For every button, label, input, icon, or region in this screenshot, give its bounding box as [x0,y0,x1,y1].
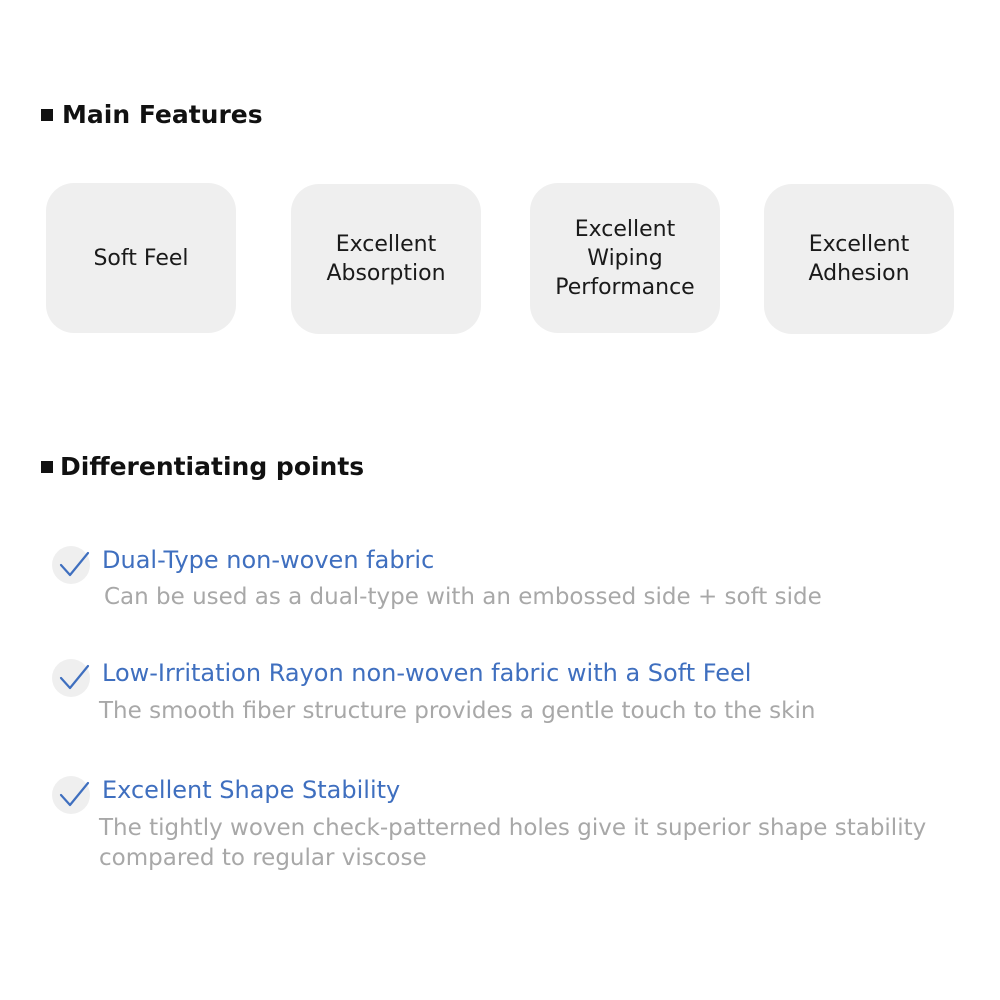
point-description: Can be used as a dual-type with an embos… [104,584,822,610]
feature-card-label: Excellent Absorption [326,232,446,286]
checkmark-icon [52,546,90,584]
main-features-heading: Main Features [41,100,263,129]
feature-card-absorption: Excellent Absorption [291,184,481,334]
checkmark-icon [52,659,90,697]
checkmark-icon [52,776,90,814]
differentiating-points-heading: Differentiating points [41,452,364,481]
square-bullet-icon [41,108,53,121]
feature-card-label: Soft Feel [93,245,189,271]
feature-card-soft-feel: Soft Feel [46,183,236,333]
point-description: The smooth fiber structure provides a ge… [99,698,816,724]
feature-card-label: Excellent Adhesion [808,232,910,286]
point-title: Low-Irritation Rayon non-woven fabric wi… [102,659,752,687]
feature-card-wiping-performance: Excellent Wiping Performance [530,183,720,333]
differentiating-points-title: Differentiating points [60,452,365,481]
point-title: Excellent Shape Stability [102,776,401,804]
square-bullet-icon [41,460,53,473]
main-features-title: Main Features [62,100,263,129]
feature-card-adhesion: Excellent Adhesion [764,184,954,334]
point-title: Dual-Type non-woven fabric [102,546,435,574]
point-description: The tightly woven check-patterned holes … [99,815,927,871]
feature-card-label: Excellent Wiping Performance [555,216,695,300]
